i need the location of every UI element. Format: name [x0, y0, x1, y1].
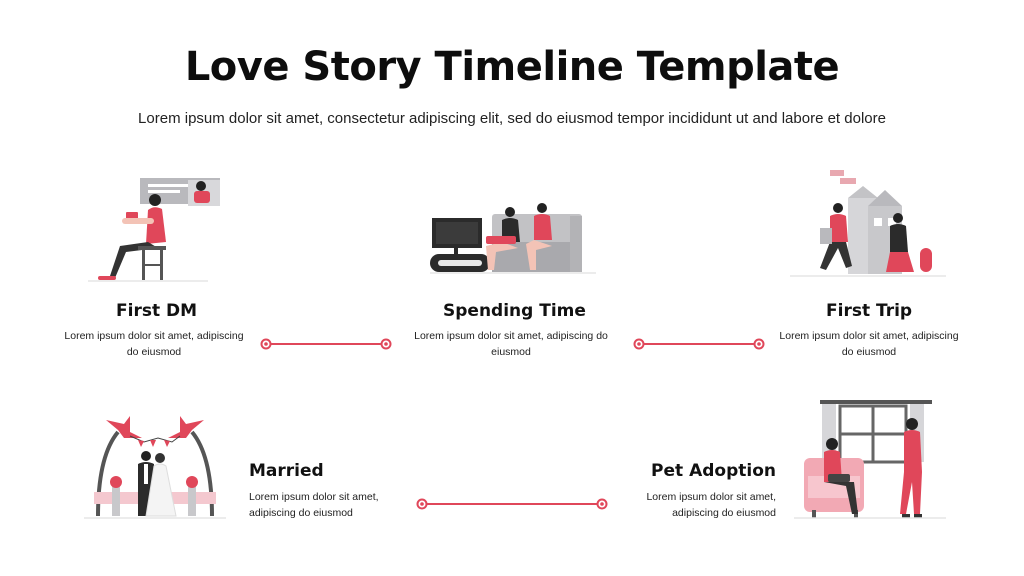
- milestone-desc-line: Lorem ipsum dolor sit amet, adipiscing d…: [414, 330, 608, 342]
- milestone-desc-first-dm: Lorem ipsum dolor sit amet, adipiscing d…: [52, 328, 256, 360]
- pet-adoption-illustration-icon: [794, 400, 946, 519]
- milestone-heading-married: Married: [249, 461, 324, 481]
- couple-travel-illustration-icon: [790, 170, 946, 277]
- milestone-heading-spending-time: Spending Time: [443, 301, 586, 321]
- milestone-desc-line: adipiscing do eiusmod: [249, 507, 353, 519]
- milestone-desc-line: Lorem ipsum dolor sit amet, adipiscing: [779, 330, 959, 342]
- timeline-connector: [633, 338, 765, 350]
- milestone-desc-line: eiusmod: [491, 346, 531, 358]
- milestone-heading-pet-adoption: Pet Adoption: [651, 461, 776, 481]
- milestone-desc-line: Lorem ipsum dolor sit amet, adipiscing: [64, 330, 244, 342]
- milestone-desc-line: do eiusmod: [841, 346, 897, 358]
- couple-sofa-tv-illustration-icon: [430, 203, 596, 274]
- timeline-connector: [260, 338, 392, 350]
- milestone-desc-spending-time: Lorem ipsum dolor sit amet, adipiscing d…: [400, 328, 622, 360]
- page-subtitle: Lorem ipsum dolor sit amet, consectetur …: [138, 110, 886, 127]
- milestone-desc-first-trip: Lorem ipsum dolor sit amet, adipiscing d…: [766, 328, 972, 360]
- milestone-desc-line: Lorem ipsum dolor sit amet,: [249, 491, 379, 503]
- milestone-desc-line: adipiscing do eiusmod: [672, 507, 776, 519]
- chat-message-illustration-icon: [88, 178, 220, 282]
- milestone-desc-line: do eiusmod: [126, 346, 182, 358]
- wedding-couple-illustration-icon: [84, 416, 226, 519]
- milestone-heading-first-dm: First DM: [116, 301, 198, 321]
- milestone-desc-married: Lorem ipsum dolor sit amet, adipiscing d…: [249, 489, 409, 521]
- page-title: Love Story Timeline Template: [184, 44, 840, 90]
- milestone-desc-line: Lorem ipsum dolor sit amet,: [646, 491, 776, 503]
- timeline-connector: [416, 498, 608, 510]
- milestone-desc-pet-adoption: Lorem ipsum dolor sit amet, adipiscing d…: [606, 489, 776, 521]
- milestone-heading-first-trip: First Trip: [826, 301, 913, 321]
